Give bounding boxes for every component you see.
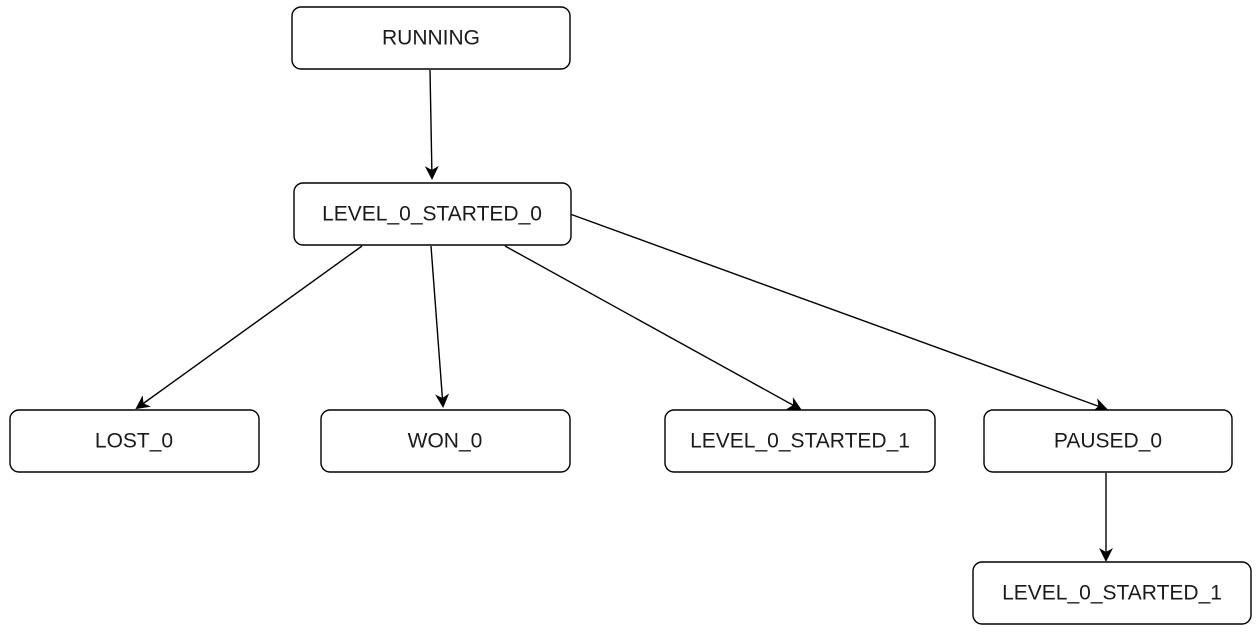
node-label: LEVEL_0_STARTED_0	[322, 203, 542, 226]
edges	[135, 69, 1113, 562]
node-label: PAUSED_0	[1054, 430, 1162, 453]
edge-level-0-started-0-to-level-0-started-1	[504, 245, 802, 410]
state-node-lost-0: LOST_0	[9, 409, 260, 473]
node-box	[972, 561, 1252, 625]
state-node-won-0: WON_0	[320, 409, 571, 473]
edge-running-to-level-0-started-0	[424, 69, 439, 180]
state-node-level-0-started-0: LEVEL_0_STARTED_0	[293, 182, 572, 246]
node-box	[983, 409, 1233, 473]
state-node-level-0-started-1: LEVEL_0_STARTED_1	[664, 409, 936, 473]
node-label: LEVEL_0_STARTED_1	[1002, 582, 1222, 605]
nodes: RUNNING LEVEL_0_STARTED_0 LOST_0 WON_0 L…	[9, 6, 1252, 625]
node-label: LEVEL_0_STARTED_1	[690, 430, 910, 453]
edge-level-0-started-0-to-lost-0	[135, 245, 363, 410]
node-label: WON_0	[408, 430, 483, 453]
edge-level-0-started-0-to-won-0	[430, 245, 450, 408]
node-box	[293, 182, 572, 246]
edge-level-0-started-0-to-paused-0	[569, 213, 1108, 412]
state-node-paused-0: PAUSED_0	[983, 409, 1233, 473]
state-node-level-0-started-1-after-pause: LEVEL_0_STARTED_1	[972, 561, 1252, 625]
state-node-running: RUNNING	[291, 6, 571, 70]
node-box	[664, 409, 936, 473]
node-box	[291, 6, 571, 70]
node-label: LOST_0	[95, 430, 173, 453]
node-label: RUNNING	[382, 27, 480, 50]
node-box	[9, 409, 260, 473]
node-box	[320, 409, 571, 473]
